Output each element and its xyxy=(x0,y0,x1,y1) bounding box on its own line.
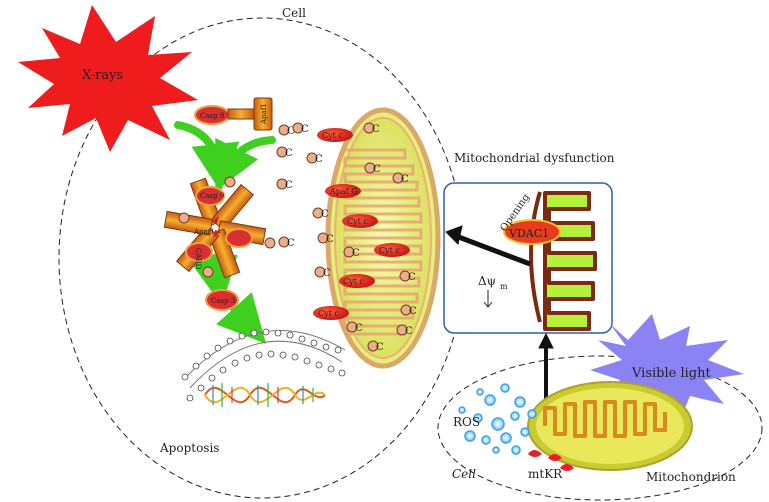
casp9-top-label: Casp 9 xyxy=(200,112,224,120)
svg-text:C: C xyxy=(287,238,295,249)
ros-bubbles xyxy=(458,383,537,455)
svg-text:C: C xyxy=(352,248,360,259)
apaf-g-oval xyxy=(325,184,361,198)
svg-text:C: C xyxy=(408,272,416,283)
c-dot: C xyxy=(278,124,295,137)
svg-text:C: C xyxy=(315,154,323,165)
casp3-label: Casp 3 xyxy=(211,297,235,305)
c-dot: C xyxy=(392,172,409,185)
c-dot: C xyxy=(399,270,416,283)
arrow-casp3-to-membrane xyxy=(216,292,267,344)
svg-text:C: C xyxy=(409,306,417,317)
large-mitochondrion xyxy=(325,107,441,369)
svg-text:C: C xyxy=(287,126,295,137)
c-dot: C xyxy=(346,321,363,334)
c-dot: C xyxy=(396,324,413,337)
c-dot: C xyxy=(317,232,334,245)
decrease-arrow-icon xyxy=(483,290,493,308)
c-dot: C xyxy=(364,162,381,175)
arrow-xrays-to-apoptosome xyxy=(174,121,240,192)
dna-helix xyxy=(204,383,326,407)
vdac-label: VDAC1 xyxy=(508,227,549,240)
c-dot: C xyxy=(306,152,323,165)
cyt-c-4 xyxy=(339,274,375,288)
c-dot: C xyxy=(343,246,360,259)
mtkr-proteins xyxy=(528,450,574,471)
arrow-dysfunction-to-cell xyxy=(455,233,531,267)
svg-text:C: C xyxy=(372,124,380,135)
black-arrows xyxy=(445,225,554,402)
svg-text:C: C xyxy=(321,209,329,220)
c-dot: C xyxy=(292,122,309,135)
vdac-channel xyxy=(503,219,561,245)
cyt-c-3 xyxy=(374,243,410,257)
bottom-mitochondrion xyxy=(527,381,693,471)
ros-label: ROS xyxy=(453,415,480,429)
svg-text:C: C xyxy=(285,148,293,159)
membrane-potential-label: Δψ m xyxy=(478,274,508,291)
c-dot: C xyxy=(400,304,417,317)
svg-text:C: C xyxy=(355,323,363,334)
cyt-c-4-label: Cyt c xyxy=(343,277,364,286)
visible-light-label: Visible light xyxy=(631,366,711,381)
apaf1-casp9-top: Casp 9 Apaf1 xyxy=(194,97,273,131)
c-dot: C xyxy=(367,340,384,353)
cyt-c-5 xyxy=(313,306,349,320)
apaf-top-label: Apaf1 xyxy=(260,103,268,125)
bottom-cell-membrane xyxy=(437,355,763,501)
mitochondrion-label: Mitochondrion xyxy=(646,470,736,484)
xrays-burst: X-rays xyxy=(18,5,198,152)
svg-text:C: C xyxy=(373,164,381,175)
apaf-g-label: Apaf G xyxy=(329,187,358,196)
cyt-c-2 xyxy=(342,214,378,228)
card-label: CARD xyxy=(194,248,202,270)
mtkr-label: mtKR xyxy=(528,467,563,481)
cell-label-top: Cell xyxy=(282,6,306,20)
cyt-c-1 xyxy=(317,128,353,142)
cytochrome-c-dots: C C C C C C C C C C C C C C C C C C xyxy=(276,122,417,353)
apoptosome: Casp 9 Apaf1 CARD xyxy=(163,176,276,279)
cyt-c-3-label: Cyt c xyxy=(379,246,400,255)
arrow-cyt-to-apoptosome xyxy=(215,136,276,192)
c-dot: C xyxy=(276,146,293,159)
cyt-c-molecules: Cyt c Apaf G Cyt c Cyt c Cyt c Cyt c xyxy=(313,128,410,320)
svg-text:C: C xyxy=(405,326,413,337)
cyt-c-2-label: Cyt c xyxy=(347,217,368,226)
mito-dysfunction-label: Mitochondrial dysfunction xyxy=(454,151,615,165)
c-dot: C xyxy=(278,236,295,249)
c-dot: C xyxy=(312,207,329,220)
svg-text:Δψ: Δψ xyxy=(478,274,496,288)
casp9-ring-label: Casp 9 xyxy=(200,192,224,200)
svg-text:m: m xyxy=(500,282,508,291)
svg-text:C: C xyxy=(285,180,293,191)
apaf-ring-label: Apaf1 xyxy=(193,228,215,236)
cyt-c-1-label: Cyt c xyxy=(322,131,343,140)
svg-text:C: C xyxy=(301,124,309,135)
apoptosis-label: Apoptosis xyxy=(159,441,219,455)
svg-text:C: C xyxy=(376,342,384,353)
xrays-label: X-rays xyxy=(82,68,123,83)
cyt-c-5-label: Cyt c xyxy=(318,309,339,318)
c-dot: C xyxy=(363,122,380,135)
lipid-bilayer xyxy=(181,328,346,402)
green-cascade-arrows xyxy=(174,121,276,344)
arrow-apoptosome-to-casp3 xyxy=(190,254,238,306)
casp3: Casp 3 xyxy=(205,289,239,311)
cell-label-bottom: Cell xyxy=(452,467,476,481)
svg-text:C: C xyxy=(326,234,334,245)
svg-text:C: C xyxy=(323,268,331,279)
c-dot: C xyxy=(314,266,331,279)
svg-text:C: C xyxy=(401,174,409,185)
c-dot: C xyxy=(276,178,293,191)
